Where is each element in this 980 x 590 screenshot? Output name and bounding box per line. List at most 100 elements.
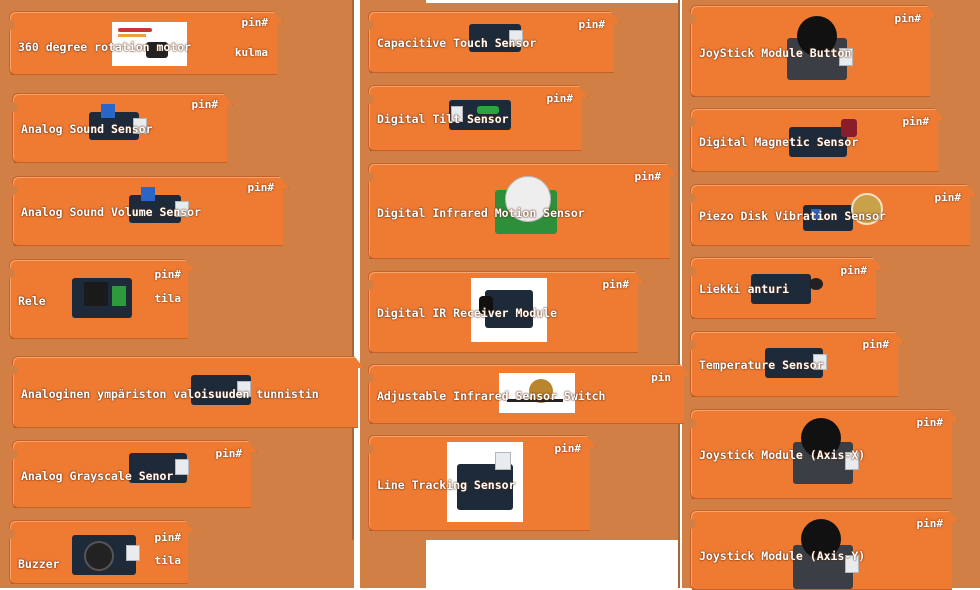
block-label: Rele — [18, 294, 46, 308]
pin-label: pin# — [241, 16, 268, 29]
sound-sensor-image — [79, 100, 149, 148]
block-notch — [12, 365, 18, 375]
block-label: Joystick Module (Axis-X) — [699, 448, 866, 462]
pin-label: pin# — [602, 278, 629, 291]
block-label: Capacitive Touch Sensor — [377, 36, 537, 50]
block-capacitive-touch-sensor[interactable]: Capacitive Touch Sensor pin# — [368, 11, 620, 73]
joystick-image — [789, 517, 865, 589]
canvas-gap-top — [426, 0, 678, 3]
block-notch — [368, 94, 374, 104]
servo-motor-image — [112, 22, 187, 66]
block-rotation-motor[interactable]: 360 degree rotation motor pin# kulma — [9, 11, 283, 75]
block-joystick-module-axis-y[interactable]: Joystick Module (Axis-Y) pin# — [690, 510, 958, 590]
pin-label: pin# — [634, 170, 661, 183]
pin-label: pin# — [554, 442, 581, 455]
block-line-tracking-sensor[interactable]: Line Tracking Sensor pin# — [368, 435, 596, 531]
block-notch — [9, 529, 15, 539]
block-digital-magnetic-sensor[interactable]: Digital Magnetic Sensor pin# — [690, 108, 944, 172]
pin-label: pin# — [154, 531, 181, 544]
block-digital-ir-receiver-module[interactable]: Digital IR Receiver Module pin# — [368, 271, 644, 353]
block-notch — [690, 418, 696, 428]
sound-sensor-image — [119, 183, 194, 231]
pin-label: pin# — [578, 18, 605, 31]
block-notch — [368, 373, 374, 383]
block-notch — [9, 268, 15, 278]
block-label: Analoginen ympäriston valoisuuden tunnis… — [21, 387, 319, 401]
block-label: Digital Tilt Sensor — [377, 112, 509, 126]
relay-module-image — [68, 268, 138, 328]
pin-label: pin# — [894, 12, 921, 25]
block-analog-sound-volume-sensor[interactable]: Analog Sound Volume Sensor pin# — [12, 176, 289, 246]
angle-input-label: kulma — [234, 46, 268, 59]
tilt-sensor-image — [441, 92, 521, 138]
block-digital-tilt-sensor[interactable]: Digital Tilt Sensor pin# — [368, 85, 588, 151]
block-label: Line Tracking Sensor — [377, 478, 516, 492]
block-analog-grayscale-sensor[interactable]: Analog Grayscale Senor pin# — [12, 440, 257, 508]
block-liekki-anturi[interactable]: Liekki anturi pin# — [690, 257, 882, 319]
block-label: Digital IR Receiver Module — [377, 306, 558, 320]
line-tracking-image — [447, 442, 523, 522]
piezo-image — [801, 191, 893, 235]
block-notch — [12, 449, 18, 459]
block-notch — [690, 14, 696, 24]
block-notch — [690, 519, 696, 529]
block-joystick-module-button[interactable]: JoyStick Module Button pin# — [690, 5, 936, 97]
ir-receiver-image — [471, 278, 547, 342]
block-label: Digital Infrared Motion Sensor — [377, 206, 585, 220]
pin-label: pin# — [840, 264, 867, 277]
block-rele[interactable]: Rele pin# tila — [9, 259, 194, 339]
block-notch — [690, 193, 696, 203]
pin-label: pin# — [862, 338, 889, 351]
flame-sensor-image — [747, 264, 829, 308]
block-notch — [368, 20, 374, 30]
canvas-gap-bottom — [426, 540, 678, 588]
block-temperature-sensor[interactable]: Temperature Sensor pin# — [690, 331, 904, 397]
pin-label: pin# — [916, 517, 943, 530]
pin-label: pin — [651, 371, 671, 384]
pin-label: pin# — [902, 115, 929, 128]
joystick-image — [789, 416, 865, 492]
column-divider — [352, 0, 354, 540]
block-piezo-disk-vibration-sensor[interactable]: Piezo Disk Vibration Sensor pin# — [690, 184, 976, 246]
state-input-label: tila — [154, 292, 181, 305]
block-notch — [690, 340, 696, 350]
block-label: Analog Sound Volume Sensor — [21, 205, 202, 219]
block-buzzer[interactable]: Buzzer pin# tila — [9, 520, 194, 584]
pir-sensor-image — [487, 172, 567, 242]
magnetic-sensor-image — [783, 115, 863, 163]
joystick-image — [783, 14, 859, 88]
pin-label: pin# — [916, 416, 943, 429]
pin-label: pin# — [191, 98, 218, 111]
light-sensor-image — [187, 367, 257, 411]
block-notch — [690, 117, 696, 127]
block-digital-infrared-motion-sensor[interactable]: Digital Infrared Motion Sensor pin# — [368, 163, 676, 259]
block-notch — [368, 280, 374, 290]
block-ambient-light-sensor[interactable]: Analoginen ympäriston valoisuuden tunnis… — [12, 356, 364, 428]
block-analog-sound-sensor[interactable]: Analog Sound Sensor pin# — [12, 93, 233, 163]
pin-label: pin# — [215, 447, 242, 460]
pin-label: pin# — [247, 181, 274, 194]
block-label: Temperature Sensor — [699, 358, 824, 372]
pin-label: pin# — [934, 191, 961, 204]
pin-label: pin# — [546, 92, 573, 105]
column-divider — [678, 0, 680, 588]
block-notch — [9, 20, 15, 30]
block-label: Analog Sound Sensor — [21, 122, 153, 136]
block-label: Digital Magnetic Sensor — [699, 135, 859, 149]
buzzer-image — [68, 529, 144, 579]
block-notch — [690, 266, 696, 276]
ir-switch-image — [499, 373, 575, 413]
block-label: Buzzer — [18, 557, 60, 571]
temperature-sensor-image — [759, 338, 839, 384]
block-label: Joystick Module (Axis-Y) — [699, 549, 866, 563]
block-adjustable-infrared-sensor-switch[interactable]: Adjustable Infrared Sensor Switch pin — [368, 364, 690, 424]
block-label: 360 degree rotation motor — [18, 40, 192, 54]
block-notch — [368, 444, 374, 454]
block-label: Piezo Disk Vibration Sensor — [699, 209, 886, 223]
grayscale-sensor-image — [123, 445, 193, 491]
touch-sensor-image — [461, 18, 531, 58]
block-label: JoyStick Module Button — [699, 46, 852, 60]
block-label: Liekki anturi — [699, 282, 790, 296]
block-joystick-module-axis-x[interactable]: Joystick Module (Axis-X) pin# — [690, 409, 958, 499]
pin-label: pin# — [154, 268, 181, 281]
